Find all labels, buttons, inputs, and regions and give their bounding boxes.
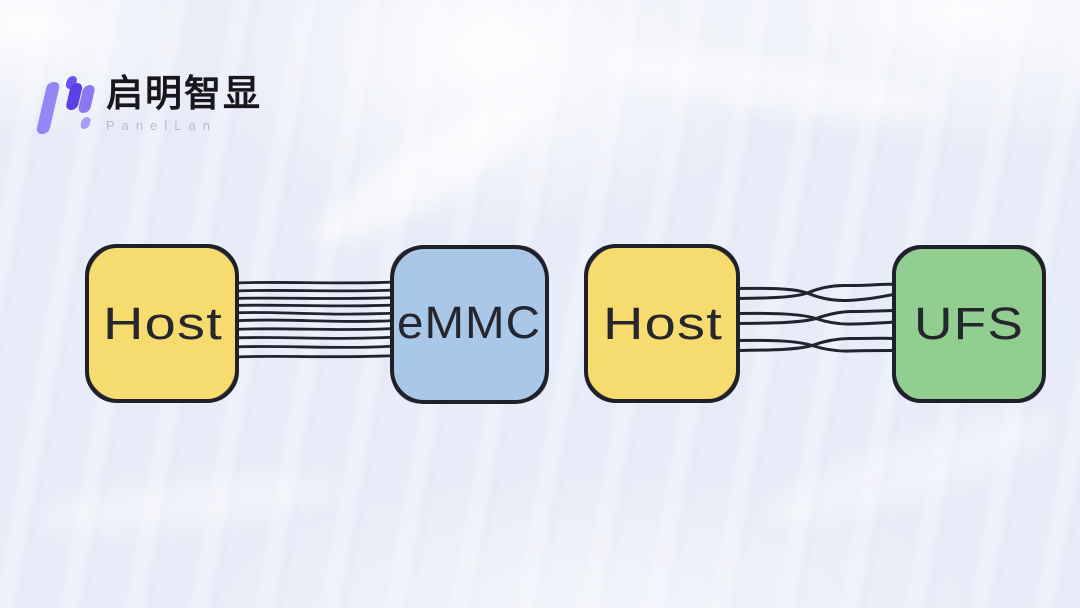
emmc-node: eMMC (390, 245, 549, 404)
brand-name-en: PanelLan (106, 117, 217, 133)
logo-text: 启明智显 PanelLan (106, 73, 262, 133)
ufs-twisted-pairs (735, 282, 898, 353)
host-ufs-node: Host (584, 244, 740, 403)
emmc-label: eMMC (397, 297, 541, 348)
panellan-logo: 启明智显 PanelLan (35, 73, 262, 138)
host-label: Host (103, 298, 223, 349)
ufs-node: UFS (892, 245, 1046, 403)
ufs-label: UFS (914, 298, 1024, 349)
host-label: Host (603, 298, 723, 349)
host-emmc-node: Host (85, 244, 239, 403)
emmc-parallel-bus (231, 280, 398, 359)
brand-name-cn: 启明智显 (106, 73, 262, 114)
